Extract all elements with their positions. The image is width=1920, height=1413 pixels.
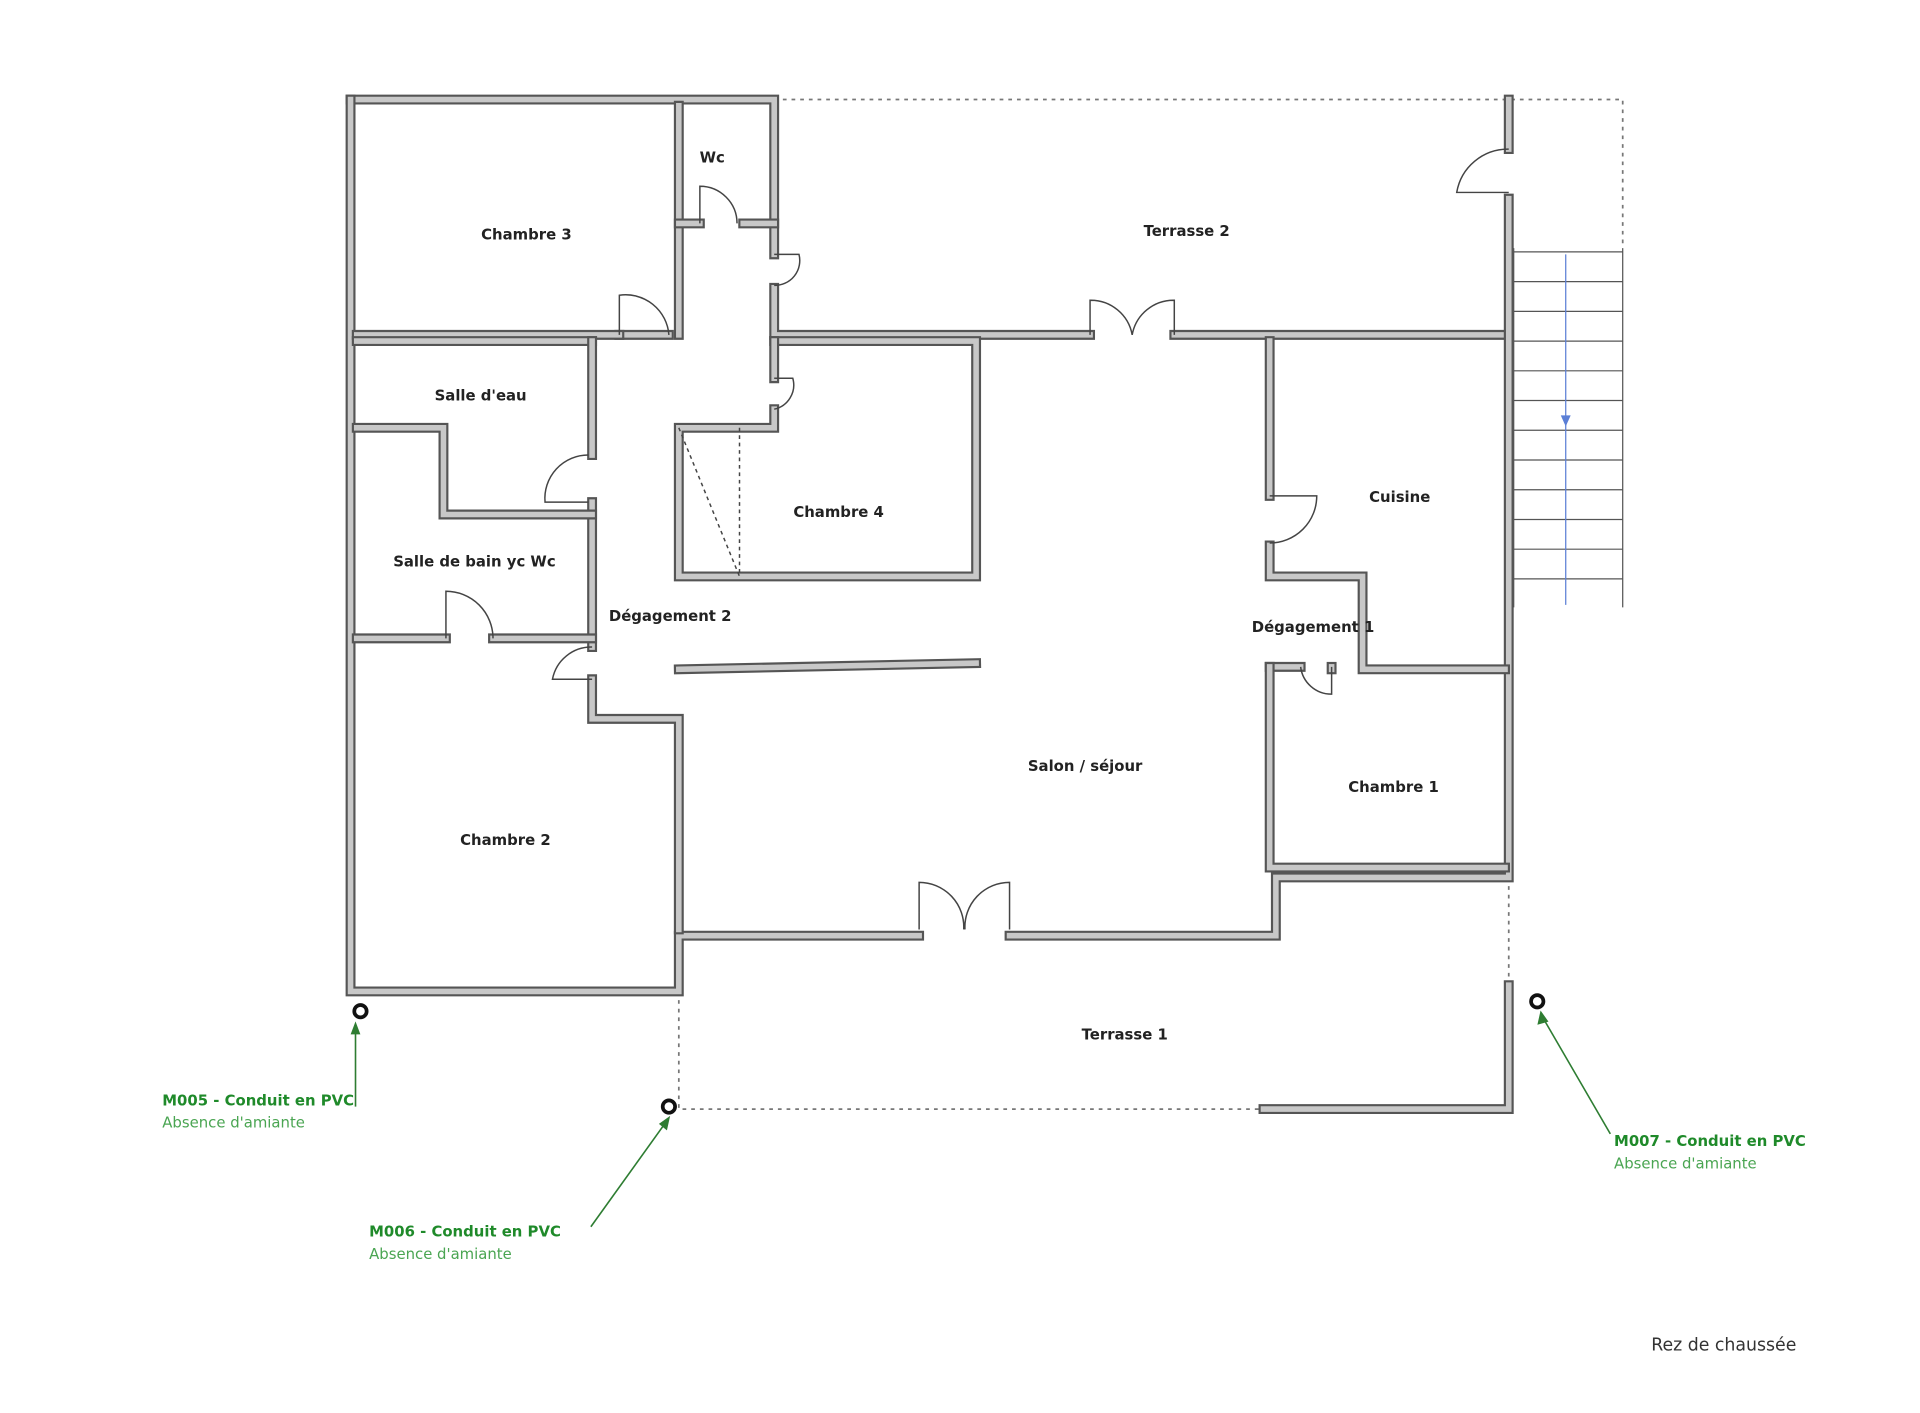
wall xyxy=(673,336,982,582)
wall xyxy=(1264,540,1510,675)
doors xyxy=(445,148,1509,930)
room-terrasse-1: Terrasse 1 xyxy=(1082,1026,1168,1044)
wall xyxy=(676,338,979,580)
room-wc: Wc xyxy=(700,149,725,167)
wall xyxy=(1258,980,1514,1115)
annotation-arrow-m007 xyxy=(1542,1018,1612,1135)
wall xyxy=(347,96,777,258)
walls xyxy=(345,94,1514,1115)
annotation-title-m006: M006 - Conduit en PVC xyxy=(369,1223,561,1241)
stair-arrow-icon xyxy=(1560,415,1571,427)
room-chambre-2: Chambre 2 xyxy=(460,831,551,849)
room-salon-sejour: Salon / séjour xyxy=(1028,757,1143,775)
room-degagement-1: Dégagement 1 xyxy=(1252,618,1375,636)
sample-marker-m006[interactable] xyxy=(660,1098,677,1115)
room-terrasse-2: Terrasse 2 xyxy=(1144,222,1230,240)
room-labels: Chambre 3 Wc Terrasse 2 Salle d'eau Cham… xyxy=(393,149,1439,1044)
wall xyxy=(1004,193,1514,941)
room-salle-eau: Salle d'eau xyxy=(435,387,527,405)
wall xyxy=(771,285,1093,338)
wall xyxy=(675,660,979,673)
room-cuisine: Cuisine xyxy=(1369,488,1430,506)
wall xyxy=(1260,982,1512,1112)
wall xyxy=(345,94,925,997)
wall xyxy=(769,282,1096,340)
wall xyxy=(347,96,922,995)
room-salle-de-bain: Salle de bain yc Wc xyxy=(393,553,555,571)
wall xyxy=(1266,542,1508,673)
room-degagement-2: Dégagement 2 xyxy=(609,607,732,625)
wall xyxy=(1266,664,1508,871)
wall xyxy=(1264,661,1510,873)
annotation-result-m005: Absence d'amiante xyxy=(162,1114,305,1132)
sample-markers: M005 - Conduit en PVC Absence d'amiante … xyxy=(162,993,1806,1263)
staircase xyxy=(1513,248,1624,608)
wall xyxy=(353,425,595,518)
room-chambre-4: Chambre 4 xyxy=(793,503,884,521)
sample-marker-m005[interactable] xyxy=(352,1003,369,1020)
annotation-result-m007: Absence d'amiante xyxy=(1614,1155,1757,1173)
annotation-title-m005: M005 - Conduit en PVC xyxy=(162,1091,354,1109)
wall xyxy=(589,676,682,933)
annotation-title-m007: M007 - Conduit en PVC xyxy=(1614,1132,1806,1150)
dotted-boundaries xyxy=(677,98,1624,1110)
annotation-result-m006: Absence d'amiante xyxy=(369,1245,512,1263)
sample-marker-m007[interactable] xyxy=(1529,993,1546,1010)
room-chambre-3: Chambre 3 xyxy=(481,226,572,244)
wall xyxy=(1006,195,1512,939)
floor-caption: Rez de chaussée xyxy=(1651,1336,1796,1356)
room-chambre-1: Chambre 1 xyxy=(1348,778,1439,796)
annotation-arrow-m006 xyxy=(590,1120,668,1228)
